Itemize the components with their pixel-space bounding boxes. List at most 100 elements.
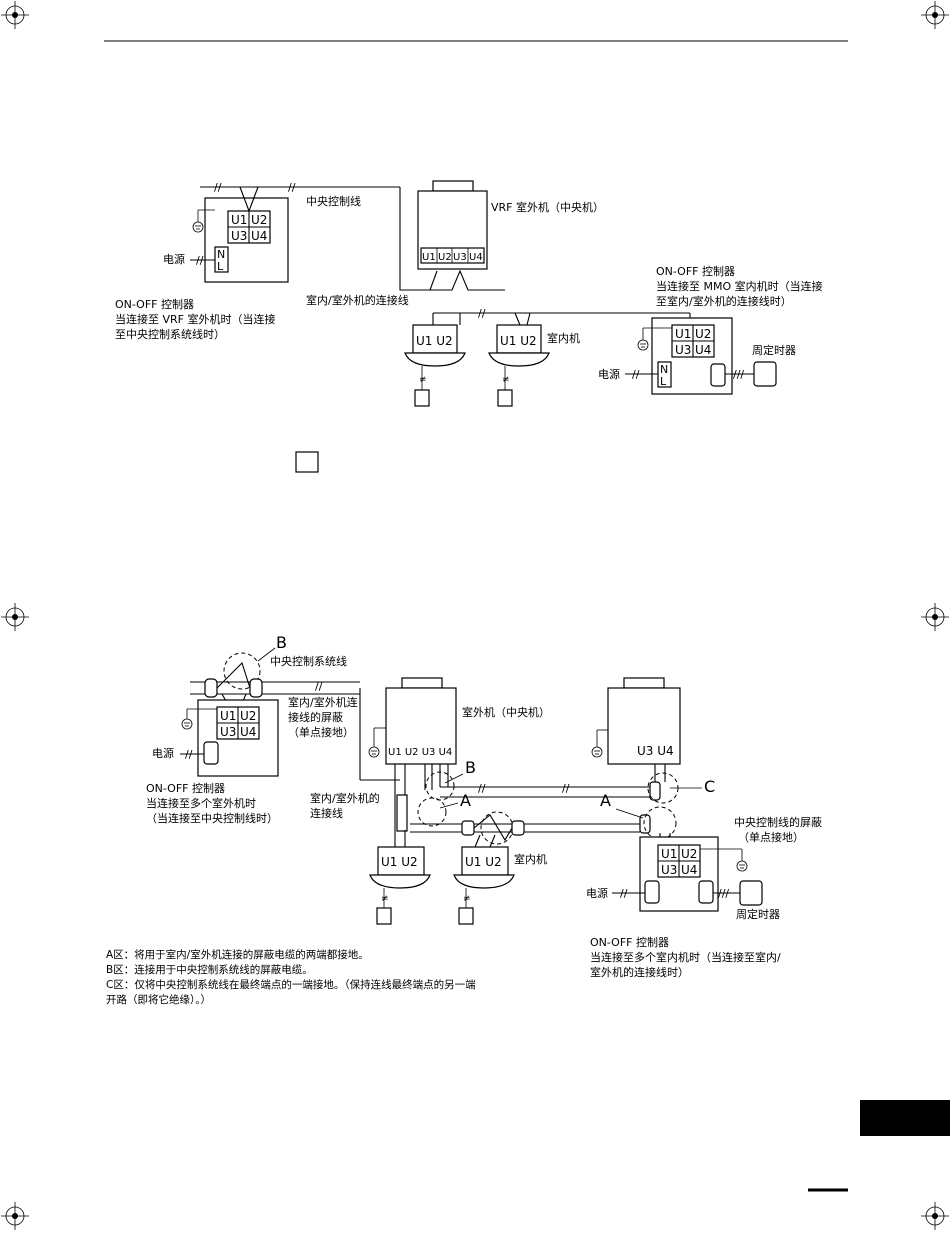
svg-text:U2: U2: [240, 709, 256, 723]
svg-text:U2: U2: [695, 327, 711, 341]
indoor-unit-2: U1 U2 ≠: [453, 834, 515, 925]
indoor-unit-2: U1 U2 ≠: [488, 324, 550, 407]
io-connect-label: 室内/室外机的: [310, 791, 380, 805]
ground-icon: [637, 328, 649, 351]
terminal-u4: U4: [251, 229, 267, 243]
svg-text:≠: ≠: [381, 894, 389, 904]
io-connect-label: 室内/室外机的连接线: [306, 293, 409, 307]
svg-text:U1: U1: [675, 327, 691, 341]
indoor-unit-1: U1 U2 ≠: [369, 830, 431, 925]
section-tab: [860, 1100, 950, 1136]
svg-text://: //: [478, 782, 486, 795]
svg-text:U4: U4: [469, 252, 483, 263]
zone-b-circle: [223, 652, 261, 690]
svg-text:U4: U4: [695, 343, 711, 357]
svg-text:U2: U2: [681, 847, 697, 861]
svg-text://: //: [562, 782, 570, 795]
svg-text:L: L: [217, 260, 224, 273]
svg-text:（当连接至中央控制线时）: （当连接至中央控制线时）: [146, 811, 278, 825]
svg-text:N: N: [660, 363, 668, 376]
indoor-unit-1: U1 U2 ≠: [404, 324, 466, 407]
ctrl-right-title: ON-OFF 控制器: [656, 264, 735, 278]
outdoor-center-label: 室外机（中央机）: [462, 705, 550, 719]
top-diagram: U1 U2 U3 U4 N L // 电源 // // 中央控制线 ON-OFF…: [115, 180, 823, 407]
ground-icon: [192, 210, 204, 233]
svg-text:室外机的连接线时）: 室外机的连接线时）: [590, 965, 689, 979]
svg-text:≠: ≠: [463, 894, 471, 904]
svg-text:（单点接地）: （单点接地）: [288, 726, 354, 739]
central-sys-line-label: 中央控制系统线: [270, 654, 347, 668]
svg-text:U1 U2: U1 U2: [500, 334, 537, 348]
svg-text:U3: U3: [220, 725, 236, 739]
ground-icon: [591, 746, 603, 758]
ctrl-right-title: ON-OFF 控制器: [590, 935, 669, 949]
svg-text://: //: [632, 368, 640, 381]
svg-text:U4: U4: [681, 863, 697, 877]
ctrl-left-title: ON-OFF 控制器: [115, 297, 194, 311]
svg-text://: //: [288, 181, 296, 194]
outdoor-unit-right: [607, 687, 681, 765]
svg-text:当连接至多个室外机时: 当连接至多个室外机时: [146, 796, 256, 810]
timer-box: [753, 361, 777, 387]
svg-text:连接线: 连接线: [310, 806, 343, 820]
zone-b-label: B: [465, 758, 476, 777]
zone-c-label: C: [704, 777, 715, 796]
zone-b-label: B: [276, 633, 287, 652]
svg-text:（单点接地）: （单点接地）: [738, 831, 804, 844]
svg-text:≠: ≠: [502, 375, 510, 385]
ctrl-left-title: ON-OFF 控制器: [146, 781, 225, 795]
terminal-u3: U3: [231, 229, 247, 243]
svg-text:U1 U2: U1 U2: [381, 855, 418, 869]
vrf-outdoor-label: VRF 室外机（中央机）: [491, 200, 604, 214]
svg-text:至中央控制系统线时）: 至中央控制系统线时）: [115, 327, 225, 341]
zone-notes: A区：将用于室内/室外机连接的屏蔽电缆的两端都接地。 B区：连接用于中央控制系统…: [106, 948, 476, 1006]
svg-text://: //: [315, 680, 323, 693]
svg-text:U3: U3: [453, 252, 467, 263]
svg-text://: //: [214, 181, 222, 194]
svg-text:U4: U4: [240, 725, 256, 739]
svg-text:U1: U1: [220, 709, 236, 723]
power-label: 电源: [598, 367, 620, 381]
ground-icon: [736, 860, 748, 872]
svg-text:U3: U3: [675, 343, 691, 357]
power-label: 电源: [163, 252, 185, 266]
svg-text://: //: [478, 307, 486, 320]
zone-a-label: A: [460, 791, 471, 810]
terminal-u1: U1: [231, 213, 247, 227]
svg-text:U1 U2: U1 U2: [465, 855, 502, 869]
ground-icon: [181, 709, 193, 730]
svg-text:///: ///: [733, 368, 744, 381]
svg-text:≠: ≠: [419, 375, 427, 385]
power-label: 电源: [586, 886, 608, 900]
timer-box: [739, 880, 763, 906]
svg-text:U1 U2: U1 U2: [416, 334, 453, 348]
svg-text:当连接至 MMO 室内机时（当连接: 当连接至 MMO 室内机时（当连接: [656, 279, 823, 293]
svg-text:U1: U1: [661, 847, 677, 861]
timer-label: 周定时器: [752, 343, 796, 357]
indoor-unit-label: 室内机: [547, 331, 580, 345]
zone-a-label: A: [600, 791, 611, 810]
note-c-cont: 开路（即将它绝缘）。）: [106, 993, 211, 1006]
svg-text://: //: [185, 748, 193, 761]
indoor-unit-label: 室内机: [514, 852, 547, 866]
bottom-diagram: B 中央控制系统线 // U1 U2 U3 U4 // 电源 ON-OFF 控制…: [146, 633, 822, 979]
terminal-u2: U2: [251, 213, 267, 227]
svg-text:U1: U1: [422, 252, 436, 263]
svg-text:L: L: [660, 375, 667, 388]
svg-text://: //: [620, 887, 628, 900]
timer-label: 周定时器: [736, 907, 780, 921]
note-c: C区：仅将中央控制系统线在最终端点的一端接地。（保持连线最终端点的另一端: [106, 978, 476, 991]
blank-box: [295, 451, 319, 473]
power-label: 电源: [152, 746, 174, 760]
svg-text:当连接至多个室内机时（当连接至室内/: 当连接至多个室内机时（当连接至室内/: [590, 950, 781, 964]
note-a: A区：将用于室内/室外机连接的屏蔽电缆的两端都接地。: [106, 948, 369, 961]
svg-text:///: ///: [718, 887, 729, 900]
svg-text:N: N: [217, 248, 225, 261]
io-shield-label: 室内/室外机连: [288, 695, 358, 709]
svg-text:接线的屏蔽: 接线的屏蔽: [288, 710, 343, 724]
central-shield-label: 中央控制线的屏蔽: [734, 815, 822, 829]
ground-icon: [368, 746, 380, 758]
